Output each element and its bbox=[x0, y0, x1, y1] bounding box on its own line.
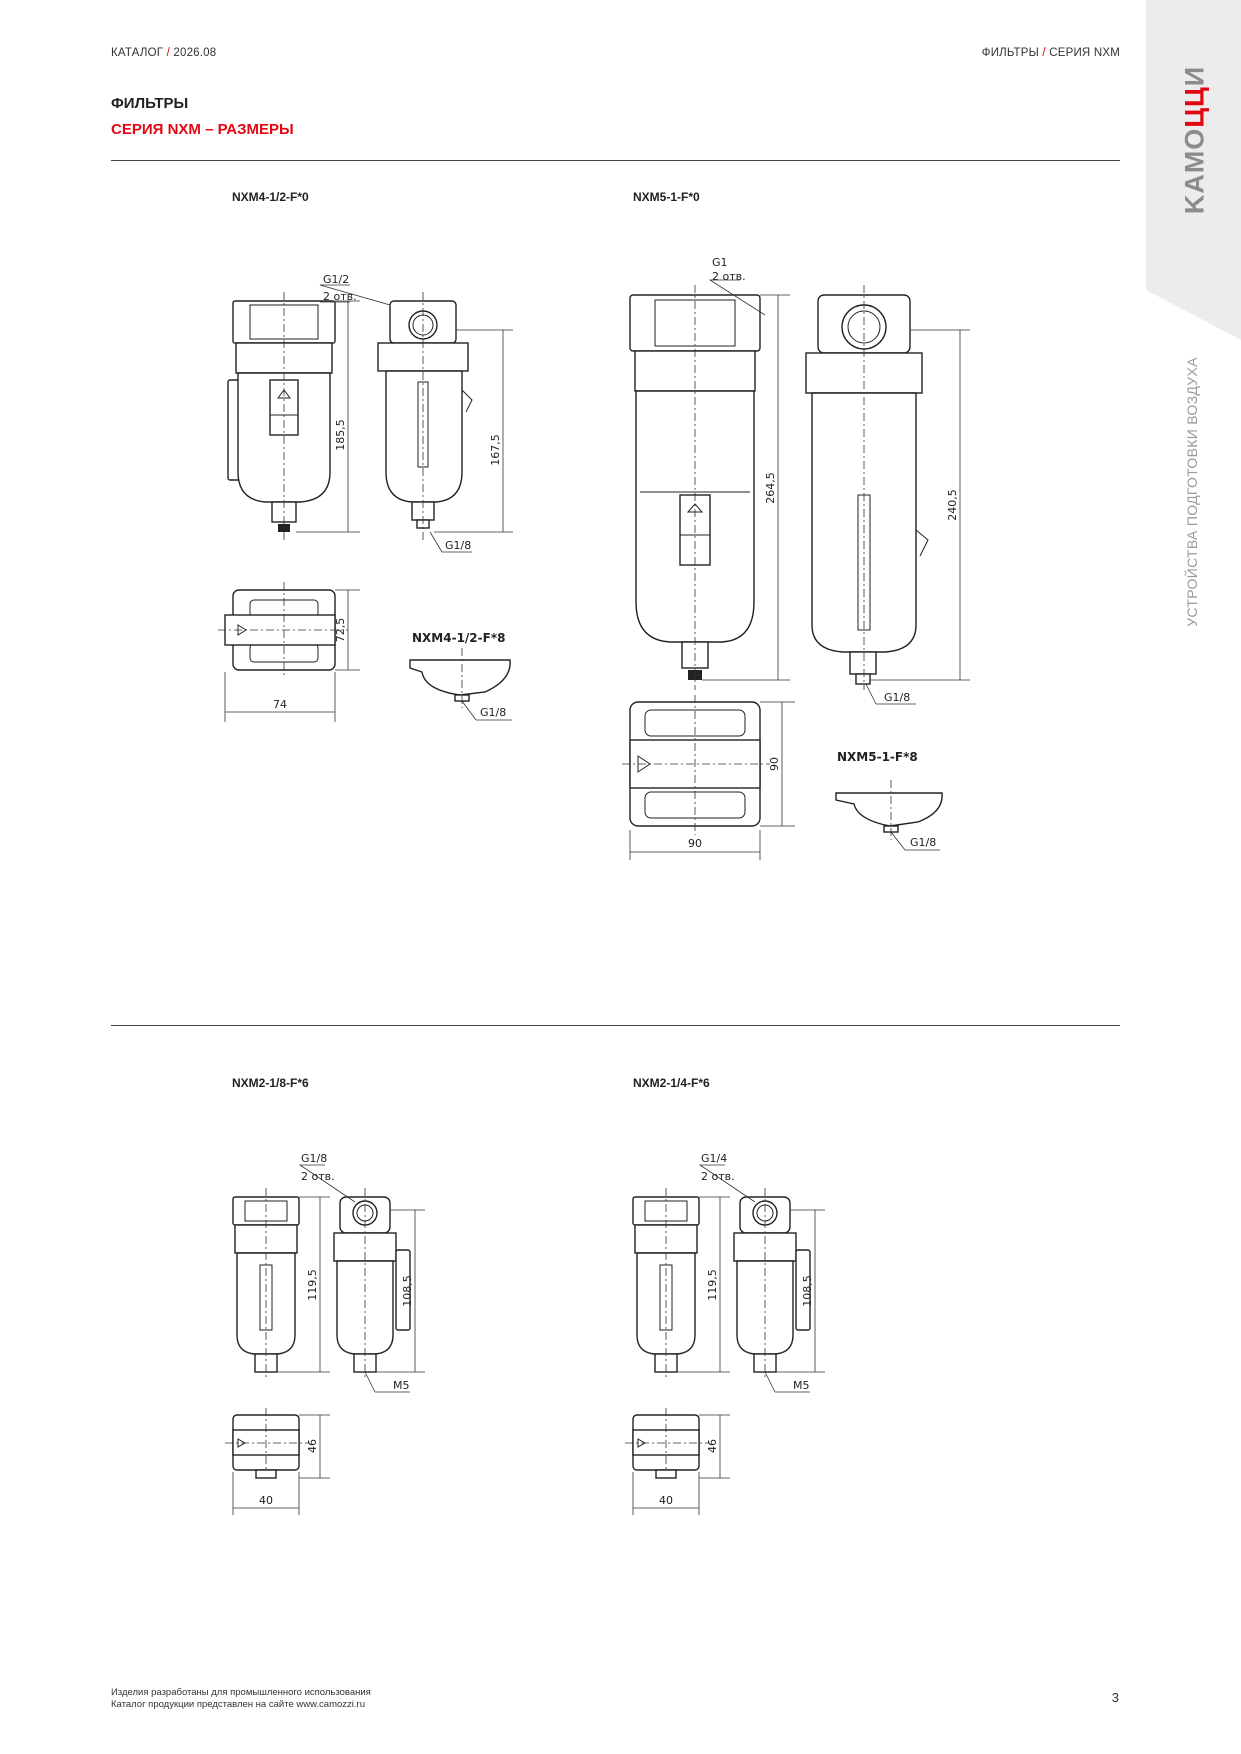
drawing-nxm2-18: G1/8 2 отв. 119,5 108,5 M5 46 40 bbox=[225, 1152, 425, 1515]
brand-logo: KAMOЦЦИ bbox=[1179, 65, 1210, 215]
nxm2-18-height-b: 108,5 bbox=[401, 1275, 414, 1307]
nxm4-port-label: G1/2 bbox=[323, 273, 349, 286]
middle-divider bbox=[111, 1025, 1120, 1026]
nxm2-18-dimensions bbox=[277, 1164, 425, 1393]
nxm2-14-top-view bbox=[625, 1408, 730, 1515]
footer-note: Изделия разработаны для промышленного ис… bbox=[111, 1687, 371, 1710]
nxm2-14-drain-label: M5 bbox=[793, 1379, 810, 1392]
nxm5-holes-label: 2 отв. bbox=[712, 270, 746, 283]
nxm4-drain-label: G1/8 bbox=[445, 539, 471, 552]
nxm4-side-view bbox=[377, 292, 473, 540]
nxm2-18-width: 40 bbox=[259, 1494, 273, 1507]
nxm4-depth: 72,5 bbox=[334, 618, 347, 643]
nxm4-height-a: 185,5 bbox=[334, 419, 347, 451]
sidebar-tab bbox=[1146, 0, 1241, 340]
nxm5-top-view bbox=[622, 695, 795, 860]
nxm4-top-view bbox=[218, 582, 360, 722]
nxm4-variant-drawing bbox=[409, 648, 512, 721]
nxm4-width: 74 bbox=[273, 698, 287, 711]
figure-title-nxm5: NXM5-1-F*0 bbox=[633, 190, 700, 204]
nxm5-port-label: G1 bbox=[712, 256, 728, 269]
top-divider bbox=[111, 160, 1120, 161]
figure-title-nxm2-18: NXM2-1/8-F*6 bbox=[232, 1076, 309, 1090]
nxm2-14-depth: 46 bbox=[706, 1439, 719, 1453]
nxm2-18-drain-label: M5 bbox=[393, 1379, 410, 1392]
nxm2-14-port-label: G1/4 bbox=[701, 1152, 727, 1165]
nxm2-14-width: 40 bbox=[659, 1494, 673, 1507]
nxm5-dimensions bbox=[702, 279, 970, 705]
nxm2-18-height-a: 119,5 bbox=[306, 1269, 319, 1301]
nxm2-18-top-view bbox=[225, 1408, 330, 1515]
nxm2-18-port-label: G1/8 bbox=[301, 1152, 327, 1165]
drawing-nxm5: G1 2 отв. 264,5 240,5 G1/8 90 90 NXM5-1-… bbox=[622, 256, 970, 860]
nxm2-14-height-b: 108,5 bbox=[801, 1275, 814, 1307]
nxm2-14-dimensions bbox=[677, 1164, 825, 1393]
sidebar-section-label: УСТРОЙСТВА ПОДГОТОВКИ ВОЗДУХА bbox=[1184, 357, 1200, 627]
nxm5-height-b: 240,5 bbox=[946, 489, 959, 521]
nxm2-14-side-view bbox=[733, 1188, 811, 1380]
nxm2-18-depth: 46 bbox=[306, 1439, 319, 1453]
drawing-nxm4: G1/2 2 отв. 185,5 167,5 G1/8 72,5 74 NXM… bbox=[218, 273, 513, 722]
nxm4-front-view bbox=[227, 292, 336, 540]
nxm4-variant-drain: G1/8 bbox=[480, 706, 506, 719]
section-header: ФИЛЬТРЫ / СЕРИЯ NXM bbox=[981, 47, 1120, 59]
page-subtitle: СЕРИЯ NXM – РАЗМЕРЫ bbox=[111, 121, 294, 138]
page-number: 3 bbox=[1111, 1690, 1119, 1705]
page-title: ФИЛЬТРЫ bbox=[111, 95, 189, 112]
nxm2-14-front-view bbox=[632, 1188, 700, 1380]
nxm4-holes-label: 2 отв. bbox=[323, 290, 357, 303]
drawing-nxm2-14: G1/4 2 отв. 119,5 108,5 M5 46 40 bbox=[625, 1152, 825, 1515]
nxm2-14-height-a: 119,5 bbox=[706, 1269, 719, 1301]
catalog-header: КАТАЛОГ / 2026.08 bbox=[111, 47, 217, 59]
nxm5-drain-label: G1/8 bbox=[884, 691, 910, 704]
nxm5-side-view bbox=[805, 285, 929, 690]
nxm5-depth: 90 bbox=[768, 757, 781, 771]
nxm5-front-view bbox=[629, 285, 761, 690]
nxm4-variant-title: NXM4-1/2-F*8 bbox=[412, 631, 505, 645]
nxm2-18-holes-label: 2 отв. bbox=[301, 1170, 335, 1183]
nxm2-18-front-view bbox=[232, 1188, 300, 1380]
figure-title-nxm4: NXM4-1/2-F*0 bbox=[232, 190, 309, 204]
nxm5-height-a: 264,5 bbox=[764, 472, 777, 504]
nxm5-variant-title: NXM5-1-F*8 bbox=[837, 750, 918, 764]
nxm2-18-side-view bbox=[333, 1188, 411, 1380]
nxm4-height-b: 167,5 bbox=[489, 434, 502, 466]
nxm5-variant-drain: G1/8 bbox=[910, 836, 936, 849]
nxm5-width: 90 bbox=[688, 837, 702, 850]
nxm2-14-holes-label: 2 отв. bbox=[701, 1170, 735, 1183]
nxm4-dimensions bbox=[296, 284, 513, 553]
nxm5-variant-drawing bbox=[835, 780, 943, 851]
figure-title-nxm2-14: NXM2-1/4-F*6 bbox=[633, 1076, 710, 1090]
